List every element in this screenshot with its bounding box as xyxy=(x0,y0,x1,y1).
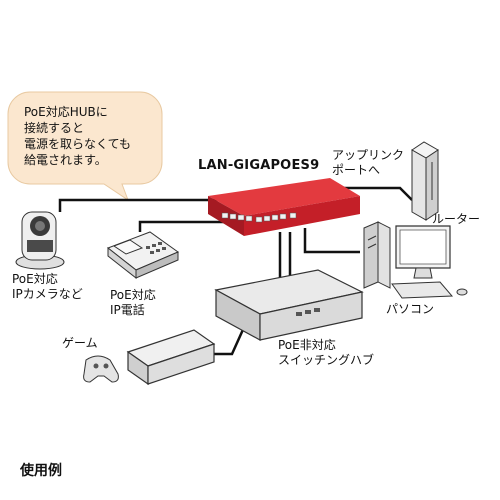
game-console xyxy=(126,329,216,386)
speech-bubble xyxy=(7,91,163,202)
ip-camera-label: PoE対応 IPカメラなど xyxy=(12,272,83,302)
bubble-line: PoE対応HUBに xyxy=(24,105,108,119)
bubble-line: 給電されます。 xyxy=(24,153,107,167)
ip-camera xyxy=(15,211,65,270)
non-poe-hub-label-line: PoE非対応 xyxy=(278,338,336,352)
ip-camera-label-line: PoE対応 xyxy=(12,272,58,286)
bubble-line: 接続すると xyxy=(24,121,85,135)
pc-label: パソコン xyxy=(386,302,435,316)
router-label: ルーター xyxy=(432,212,481,226)
game-label: ゲーム xyxy=(62,336,98,350)
pc xyxy=(363,221,468,299)
ip-phone-label-line: PoE対応 xyxy=(110,288,156,302)
router xyxy=(411,141,439,221)
non-poe-hub-label-line: スイッチングハブ xyxy=(278,353,375,367)
ip-phone-label: PoE対応 IP電話 xyxy=(110,288,156,318)
game-controller xyxy=(83,355,119,383)
ip-phone xyxy=(106,231,180,280)
bubble-line: 電源を取らなくても xyxy=(24,137,132,151)
ip-phone-label-line: IP電話 xyxy=(110,303,145,317)
non-poe-hub-label: PoE非対応 スイッチングハブ xyxy=(278,338,374,368)
product-name-label: LAN-GIGAPOES9 xyxy=(198,158,320,173)
uplink-label-line: ポートへ xyxy=(332,163,381,177)
non-poe-hub xyxy=(214,269,364,342)
hub-ports xyxy=(221,212,297,223)
usage-example-caption: 使用例 xyxy=(20,463,62,479)
uplink-label: アップリンク ポートへ xyxy=(332,148,404,178)
ip-camera-label-line: IPカメラなど xyxy=(12,287,83,301)
poe-hub xyxy=(208,178,360,236)
uplink-label-line: アップリンク xyxy=(332,148,405,162)
speech-bubble-text: PoE対応HUBに 接続すると 電源を取らなくても 給電されます。 xyxy=(24,104,131,168)
